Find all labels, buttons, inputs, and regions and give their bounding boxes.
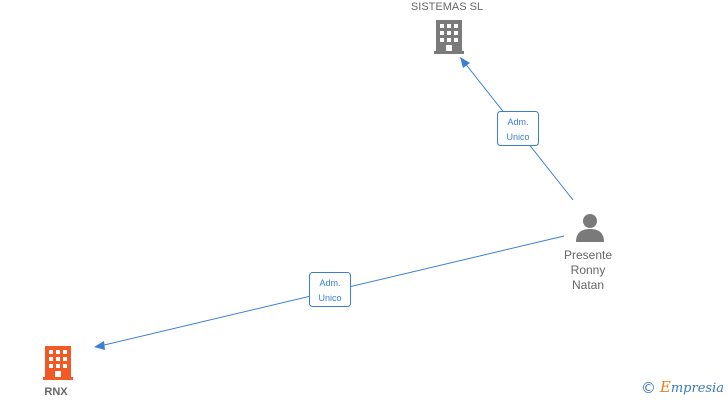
copyright-icon: © <box>640 379 656 397</box>
edge-label-box[interactable]: Adm. Unico <box>309 272 351 307</box>
empresia-watermark: © Empresia <box>640 378 724 398</box>
edge-person-to-company-top: Adm. Unico <box>460 57 574 201</box>
brand-logo: Empresia <box>660 378 724 398</box>
edge-label-line-1: Adm. <box>319 278 340 288</box>
building-icon[interactable] <box>434 20 464 54</box>
edge-person-to-company-bottom: Adm. Unico <box>94 235 565 350</box>
company-bottom-label[interactable]: RNX <box>44 386 68 398</box>
building-icon[interactable] <box>43 346 73 380</box>
person-icon[interactable] <box>576 214 604 242</box>
edge-label-line-1: Adm. <box>507 117 528 127</box>
edge-label-line-2: Unico <box>318 293 341 303</box>
edge-label-line-2: Unico <box>506 132 529 142</box>
person-name-line-3: Natan <box>571 278 605 292</box>
person-name-label[interactable]: Presente Ronny Natan <box>548 248 628 293</box>
edge-label-box[interactable]: Adm. Unico <box>497 111 539 146</box>
person-name-line-1: Presente <box>563 248 613 262</box>
arrow-head-icon <box>460 57 470 68</box>
person-name-line-2: Ronny <box>570 263 606 277</box>
brand-initial: E <box>659 378 671 396</box>
company-top-label[interactable]: SISTEMAS SL <box>410 1 484 13</box>
arrow-head-icon <box>94 341 105 350</box>
brand-rest: mpresia <box>670 381 724 396</box>
